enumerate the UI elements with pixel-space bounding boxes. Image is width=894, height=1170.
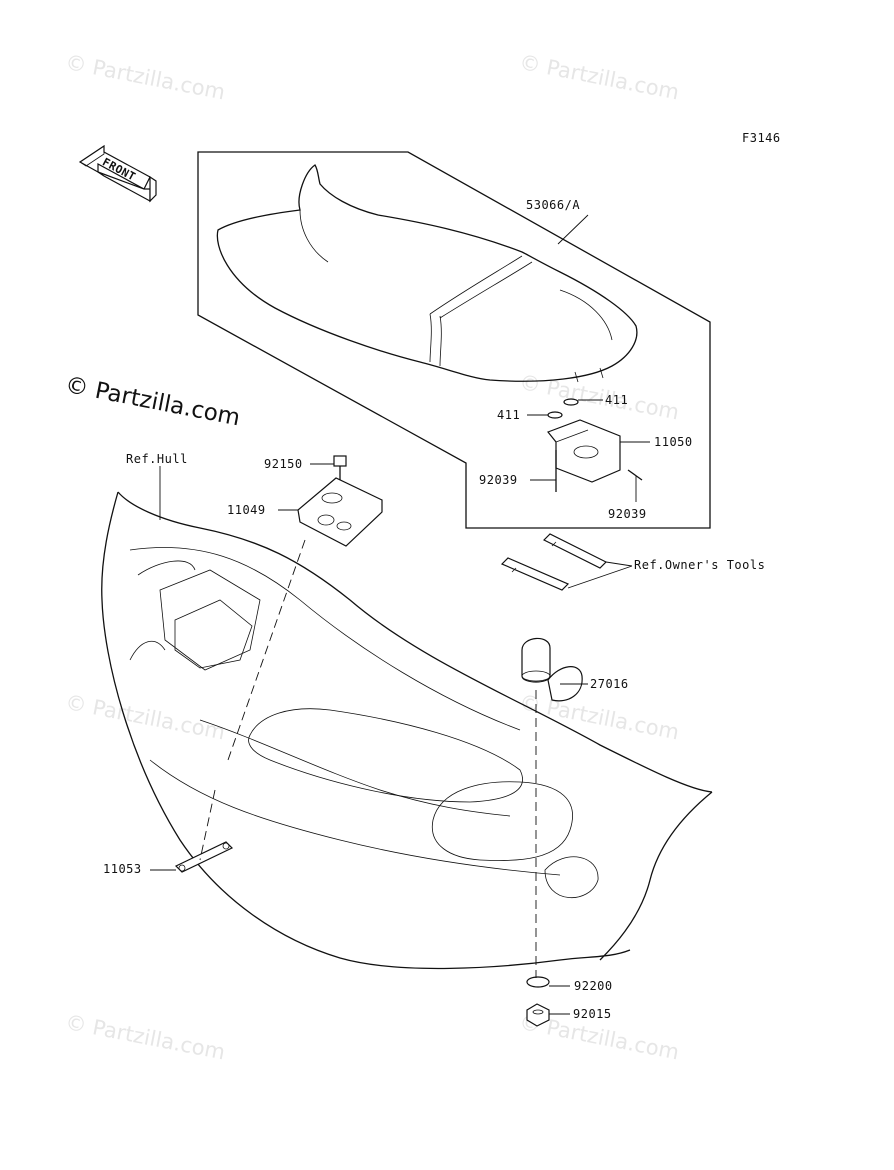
leader-lines: [150, 214, 650, 1015]
diagram-id: F3146: [742, 131, 781, 145]
washer-411-left: [547, 411, 563, 419]
ref-owners-tools-label: Ref.Owner's Tools: [634, 558, 766, 572]
front-arrow-icon: [78, 144, 157, 203]
cap-27016: [521, 637, 583, 702]
part-label-92200[interactable]: 92200: [574, 979, 613, 993]
part-label-92150[interactable]: 92150: [264, 457, 303, 471]
hull: [101, 491, 713, 970]
seat-group-frame: [197, 151, 711, 529]
nut-92015: [526, 1003, 550, 1027]
owners-tools-strap-upper: [542, 533, 608, 569]
part-label-11053[interactable]: 11053: [103, 862, 142, 876]
plate-11049: [297, 477, 383, 547]
part-label-27016[interactable]: 27016: [590, 677, 629, 691]
part-label-11049[interactable]: 11049: [227, 503, 266, 517]
part-label-11050[interactable]: 11050: [654, 435, 693, 449]
seat: [216, 164, 638, 383]
assembly-line: [199, 789, 216, 861]
washer-92200: [526, 976, 550, 988]
part-label-92039-left[interactable]: 92039: [479, 473, 518, 487]
bracket-11050: [547, 419, 621, 483]
strap-plate-11053: [174, 841, 234, 873]
ref-hull-label: Ref.Hull: [126, 452, 188, 466]
owners-tools-strap-lower: [500, 557, 570, 591]
part-label-411-left[interactable]: 411: [497, 408, 521, 422]
part-label-53066-a[interactable]: 53066/A: [526, 198, 581, 212]
assembly-line: [227, 539, 306, 761]
part-label-92039-right[interactable]: 92039: [608, 507, 647, 521]
part-label-411-right[interactable]: 411: [605, 393, 629, 407]
pin-92039-right: [627, 469, 643, 481]
part-label-92015[interactable]: 92015: [573, 1007, 612, 1021]
washer-411-right: [563, 398, 579, 406]
